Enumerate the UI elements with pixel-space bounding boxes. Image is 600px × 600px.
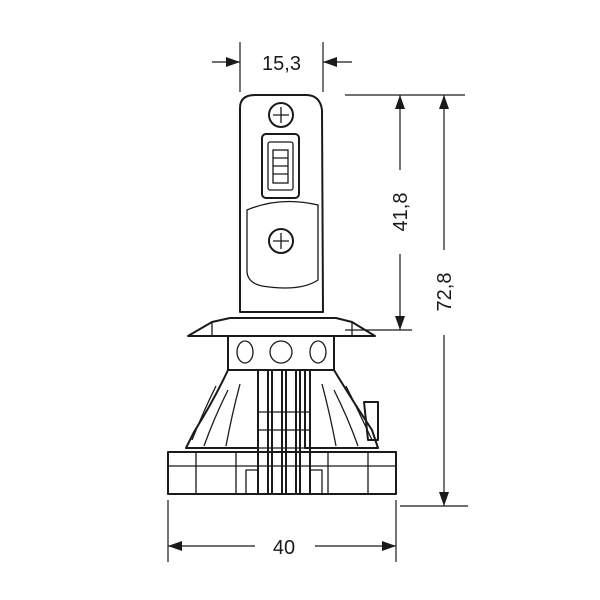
- cooling-fin-left: [185, 369, 259, 449]
- dimension-label-chip-height: 41,8: [390, 193, 412, 232]
- arrow-up-icon: [439, 95, 449, 109]
- neck-hole-left: [236, 340, 254, 364]
- led-column: [239, 94, 324, 313]
- dimension-base-width: 40: [167, 500, 397, 562]
- dimension-total-height: 72,8: [400, 95, 468, 507]
- arrow-right-icon: [382, 541, 396, 551]
- dimension-top-width: 15,3: [212, 42, 352, 92]
- side-clip: [363, 401, 379, 441]
- arrow-down-icon: [395, 316, 405, 330]
- led-chip: [261, 133, 300, 199]
- led-bulb: [167, 94, 397, 495]
- base-housing: [167, 451, 397, 495]
- top-screw-icon: [268, 102, 294, 128]
- arrow-down-icon: [439, 492, 449, 506]
- arrow-right-icon: [226, 57, 240, 67]
- neck-hole-right: [309, 340, 327, 364]
- dimension-label-base-width: 40: [273, 537, 295, 559]
- arrow-up-icon: [395, 95, 405, 109]
- bottom-screw-icon: [268, 228, 294, 254]
- dimension-label-top-width: 15,3: [262, 53, 301, 75]
- arrow-left-icon: [323, 57, 337, 67]
- neck-hole-center: [269, 340, 293, 364]
- led-column-inner-panel: [246, 200, 319, 289]
- arrow-left-icon: [168, 541, 182, 551]
- cooling-fin-right: [304, 369, 379, 449]
- heat-pipes: [257, 369, 311, 495]
- dimension-label-total-height: 72,8: [434, 273, 456, 312]
- dimension-chip-height: 41,8: [345, 94, 465, 331]
- mounting-flange: [187, 317, 376, 337]
